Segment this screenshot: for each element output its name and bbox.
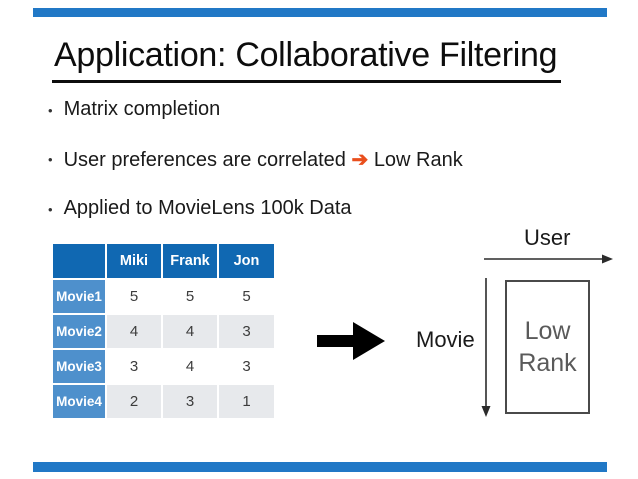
- header-cell-frank: Frank: [163, 244, 217, 278]
- bullet-text: User preferences are correlated: [63, 149, 346, 171]
- ratings-table: Miki Frank Jon Movie1 5 5 5 Movie2 4 4 3…: [51, 242, 276, 420]
- slide-title: Application: Collaborative Filtering: [52, 36, 562, 83]
- row-label: Movie4: [53, 385, 105, 418]
- header-cell-empty: [53, 244, 105, 278]
- table-cell: 1: [219, 385, 274, 418]
- row-label: Movie3: [53, 350, 105, 383]
- bullet-low-rank: • User preferences are correlated ➔ Low …: [48, 147, 463, 173]
- right-arrow-icon: ➔: [351, 149, 369, 171]
- table-cell: 2: [107, 385, 161, 418]
- table-row: Movie1 5 5 5: [53, 280, 274, 313]
- thick-right-arrow-icon: [317, 322, 385, 360]
- table-cell: 4: [163, 350, 217, 383]
- bottom-accent-bar: [33, 462, 607, 472]
- low-rank-box: Low Rank: [505, 280, 590, 414]
- user-axis-label: User: [524, 225, 571, 250]
- bullet-movielens: • Applied to MovieLens 100k Data: [48, 197, 352, 223]
- table-row: Movie2 4 4 3: [53, 315, 274, 348]
- bullet-text-wrap: User preferences are correlated ➔ Low Ra…: [64, 147, 463, 172]
- table-cell: 5: [107, 280, 161, 313]
- bullet-dot-icon: •: [48, 202, 53, 217]
- bullet-text: Applied to MovieLens 100k Data: [63, 197, 352, 219]
- table-row: Movie3 3 4 3: [53, 350, 274, 383]
- bullet-matrix-completion: • Matrix completion: [48, 98, 220, 124]
- table-header-row: Miki Frank Jon: [53, 244, 274, 278]
- low-rank-line2: Rank: [518, 349, 577, 377]
- row-label: Movie1: [53, 280, 105, 313]
- table-cell: 3: [163, 385, 217, 418]
- table-cell: 3: [219, 350, 274, 383]
- table-cell: 4: [107, 315, 161, 348]
- movie-axis-arrow-icon: [481, 278, 491, 417]
- top-accent-bar: [33, 8, 607, 17]
- movie-axis-label: Movie: [416, 327, 475, 352]
- user-axis-arrow-icon: [484, 254, 613, 264]
- header-cell-miki: Miki: [107, 244, 161, 278]
- table-cell: 5: [163, 280, 217, 313]
- bullet-text: Matrix completion: [63, 98, 221, 120]
- table-row: Movie4 2 3 1: [53, 385, 274, 418]
- table-cell: 3: [107, 350, 161, 383]
- bullet-dot-icon: •: [48, 152, 53, 167]
- table-cell: 4: [163, 315, 217, 348]
- row-label: Movie2: [53, 315, 105, 348]
- header-cell-jon: Jon: [219, 244, 274, 278]
- low-rank-line1: Low: [524, 316, 571, 345]
- table-cell: 5: [219, 280, 274, 313]
- bullet-text-after: Low Rank: [373, 149, 463, 171]
- bullet-dot-icon: •: [48, 103, 53, 118]
- table-cell: 3: [219, 315, 274, 348]
